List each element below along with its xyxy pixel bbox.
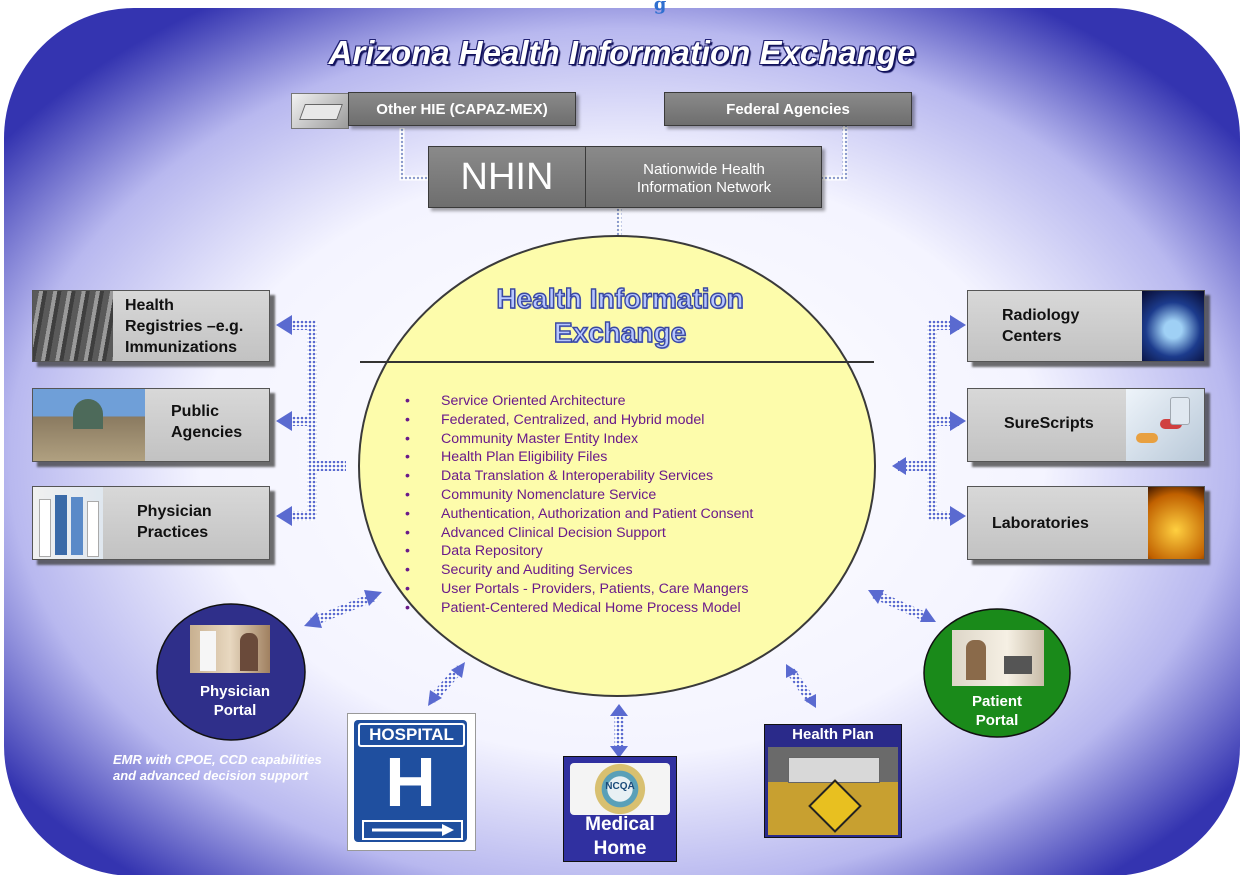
federal-agencies-label: Federal Agencies — [726, 100, 850, 118]
patient-portal-label: Patient Portal — [937, 692, 1057, 730]
other-hie-box: Other HIE (CAPAZ-MEX) — [348, 92, 576, 126]
diagram-title: Arizona Health Information Exchange — [328, 34, 916, 71]
registries-line: Immunizations — [125, 339, 238, 356]
feature-item: Data Repository — [405, 542, 753, 561]
public-photo — [33, 389, 145, 461]
hub-title-line1: Health Information — [496, 282, 745, 314]
hospital-sign-face: HOSPITAL H — [354, 720, 467, 842]
hospital-sign-text: HOSPITAL — [358, 723, 465, 747]
nhin-line2: Information Network — [636, 179, 772, 196]
registries-photo — [33, 291, 113, 361]
other-hie-label: Other HIE (CAPAZ-MEX) — [376, 100, 548, 118]
medical-home-box: NCQA Medical Home — [563, 756, 677, 862]
physician-practices-label: Physician Practices — [137, 501, 212, 543]
feature-item: Service Oriented Architecture — [405, 392, 753, 411]
registries-label: Health Registries –e.g. Immunizations — [125, 295, 243, 358]
physician-portal-photo — [190, 625, 270, 673]
physician-line: Physician — [137, 503, 212, 520]
health-plan-label: Health Plan — [792, 726, 874, 743]
connector-health-plan — [786, 667, 816, 705]
public-line: Public — [171, 403, 220, 420]
feature-item: Data Translation & Interoperability Serv… — [405, 467, 753, 486]
radiology-photo — [1142, 291, 1204, 361]
nhin-abbr: NHIN — [429, 147, 586, 207]
radiology-line: Radiology — [1002, 307, 1080, 324]
pills-photo — [1126, 389, 1204, 461]
physician-practices-box: Physician Practices — [32, 486, 270, 560]
laboratories-label: Laboratories — [992, 515, 1089, 532]
feature-item: Security and Auditing Services — [405, 561, 753, 580]
radiology-line: Centers — [1002, 328, 1062, 345]
surescripts-box: SureScripts — [967, 388, 1205, 462]
hospital-arrow-frame — [362, 820, 463, 840]
arrowheads-left — [276, 315, 292, 526]
feature-item: Advanced Clinical Decision Support — [405, 524, 753, 543]
public-agencies-box: Public Agencies — [32, 388, 270, 462]
federal-agencies-box: Federal Agencies — [664, 92, 912, 126]
surescripts-label: SureScripts — [1004, 415, 1094, 432]
hospital-sign-letter: H — [385, 743, 436, 821]
health-registries-box: Health Registries –e.g. Immunizations — [32, 290, 270, 362]
laboratories-box: Laboratories — [967, 486, 1205, 560]
health-plan-box: Health Plan — [764, 724, 902, 838]
medical-home-line: Home — [593, 838, 647, 859]
radiology-label: Radiology Centers — [1002, 305, 1079, 347]
hub-title: Health Information Exchange — [420, 282, 820, 350]
connector-physician-portal — [310, 591, 378, 627]
patient-portal-line: Patient — [971, 693, 1022, 710]
physician-portal-line: Portal — [213, 702, 257, 719]
physician-portal-label: Physician Portal — [175, 682, 295, 720]
feature-item: Authentication, Authorization and Patien… — [405, 505, 753, 524]
arrowheads-right — [892, 315, 966, 526]
registries-line: Health — [125, 297, 174, 314]
public-line: Agencies — [171, 424, 243, 441]
nhin-fullname: Nationwide Health Information Network — [587, 161, 821, 197]
ncqa-text: NCQA — [605, 781, 635, 792]
feature-list: Service Oriented Architecture Federated,… — [405, 392, 753, 618]
physician-portal-line: Physician — [199, 683, 271, 700]
physician-line: Practices — [137, 524, 209, 541]
nhin-line1: Nationwide Health — [643, 161, 765, 178]
hub-title-line2: Exchange — [553, 316, 687, 348]
registries-line: Registries –e.g. — [125, 318, 244, 335]
feature-item: Health Plan Eligibility Files — [405, 448, 753, 467]
right-arrow-icon — [372, 824, 454, 836]
device-icon — [291, 93, 349, 129]
feature-item: User Portals - Providers, Patients, Care… — [405, 580, 753, 599]
feature-item: Patient-Centered Medical Home Process Mo… — [405, 599, 753, 618]
feature-item: Federated, Centralized, and Hybrid model — [405, 411, 753, 430]
medical-home-label: Medical Home — [564, 813, 676, 861]
radiology-box: Radiology Centers — [967, 290, 1205, 362]
feature-item: Community Master Entity Index — [405, 430, 753, 449]
lab-photo — [1148, 487, 1204, 559]
patient-portal-line: Portal — [975, 712, 1019, 729]
medical-home-line: Medical — [585, 814, 655, 835]
nhin-box: NHIN Nationwide Health Information Netwo… — [428, 146, 822, 208]
patient-portal-photo — [952, 630, 1044, 686]
public-label: Public Agencies — [171, 401, 242, 443]
hospital-sign: HOSPITAL H — [347, 713, 476, 851]
connector-federal — [822, 126, 848, 181]
top-heading: g — [653, 0, 667, 15]
connector-other-hie — [399, 128, 428, 181]
health-plan-photo — [768, 747, 898, 835]
connector-patient-portal — [872, 589, 930, 623]
emr-note: EMR with CPOE, CCD capabilities and adva… — [113, 752, 322, 783]
ncqa-badge: NCQA — [570, 763, 670, 815]
feature-item: Community Nomenclature Service — [405, 486, 753, 505]
physicians-photo — [33, 487, 103, 559]
